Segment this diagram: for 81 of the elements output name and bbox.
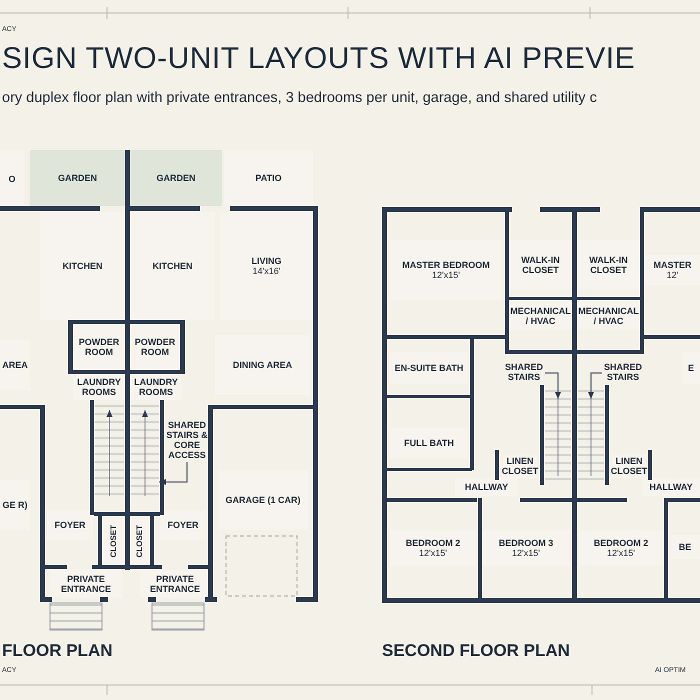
room — [73, 324, 125, 370]
garden-area — [30, 150, 125, 206]
room — [579, 530, 663, 566]
room-label: MASTER BEDROOM — [402, 260, 490, 270]
room-label: FULL BATH — [404, 438, 454, 448]
room-label: BEDROOM 2 — [594, 538, 648, 548]
room-dimensions: 12'x15' — [607, 548, 635, 558]
room-label: LINEN CLOSET — [502, 456, 538, 476]
callout-text: SHARED STAIRS — [503, 362, 545, 384]
leader-arrow — [588, 372, 602, 400]
room-label: AREA — [2, 360, 28, 370]
title: SIGN TWO-UNIT LAYOUTS WITH AI PREVIE — [2, 42, 636, 76]
room-label: DINING AREA — [232, 360, 292, 370]
callout-text: SHARED STAIRS & CORE ACCESS — [166, 420, 208, 462]
leader-arrow — [544, 372, 561, 400]
room — [645, 255, 700, 285]
room-label: O — [8, 174, 16, 184]
room-label: PATIO — [255, 173, 282, 183]
stairs-drawing — [544, 390, 572, 480]
room — [130, 324, 180, 370]
room-label: LAUNDRY ROOMS — [133, 377, 179, 397]
room — [40, 212, 125, 320]
room-label: MECHANICAL / HVAC — [577, 306, 640, 326]
room — [577, 240, 640, 290]
room — [0, 150, 24, 208]
room-label: BEDROOM 3 — [498, 538, 554, 548]
subtitle: ory duplex floor plan with private entrances, 3 bedrooms per unit, garage, and shared utility c — [2, 90, 597, 106]
stairs-drawing — [578, 390, 604, 480]
room-label: LIVING — [251, 256, 282, 266]
room-label: LINEN CLOSET — [610, 456, 648, 476]
room-label: FOYER — [167, 520, 198, 530]
room-label: WALK-IN CLOSET — [520, 255, 561, 275]
room-label: PRIVATE ENTRANCE — [60, 574, 112, 594]
room — [224, 150, 313, 206]
room — [509, 302, 572, 330]
room-dimensions: 12'x15' — [419, 548, 447, 558]
room-label: LAUNDRY ROOMS — [76, 377, 122, 397]
room — [102, 518, 125, 564]
room-dimensions: 12'x15' — [512, 548, 540, 558]
room-label: GARAGE (1 CAR) — [225, 495, 300, 505]
room — [160, 510, 206, 540]
room-label: POWDER ROOM — [134, 337, 176, 357]
leader-arrow — [158, 462, 188, 485]
room-label: KITCHEN — [152, 261, 192, 271]
room-label: POWDER ROOM — [78, 337, 120, 357]
room — [577, 302, 640, 330]
room-label: E — [688, 363, 694, 373]
plan-title: FLOOR PLAN — [2, 641, 112, 661]
room — [130, 518, 150, 564]
room — [642, 478, 700, 496]
callout-text: SHARED STAIRS — [602, 362, 644, 384]
room-label: KITCHEN — [62, 261, 102, 271]
room — [509, 240, 572, 290]
room — [482, 530, 570, 566]
room — [130, 212, 215, 320]
room-label: GARDEN — [58, 173, 97, 183]
room-dimensions: 12'x15' — [432, 270, 460, 280]
room-label: EN-SUITE BATH — [394, 363, 464, 373]
room-label: WALK-IN CLOSET — [588, 255, 629, 275]
room-dimensions: 14'x16' — [252, 266, 280, 276]
garden-area — [130, 150, 222, 206]
stairs-drawing — [130, 406, 160, 496]
room-dimensions: 12' — [666, 270, 678, 280]
room-label: CLOSET — [135, 524, 145, 558]
room-label: MASTER — [654, 260, 692, 270]
room-label: FOYER — [54, 520, 86, 530]
room-label: CLOSET — [108, 524, 118, 558]
room-label: BE — [678, 542, 692, 552]
plan-title: SECOND FLOOR PLAN — [382, 641, 570, 661]
room — [220, 212, 313, 320]
room-label: MECHANICAL / HVAC — [509, 306, 572, 326]
room-label: PRIVATE ENTRANCE — [148, 574, 201, 594]
room-label: HALLWAY — [464, 482, 508, 492]
room-label: BEDROOM 2 — [406, 538, 460, 548]
room — [455, 478, 518, 496]
room — [47, 510, 93, 540]
room-label: GE R) — [2, 500, 28, 510]
room — [50, 570, 122, 598]
room-label: HALLWAY — [649, 482, 693, 492]
room — [140, 570, 210, 598]
room-label: GARDEN — [156, 173, 196, 183]
